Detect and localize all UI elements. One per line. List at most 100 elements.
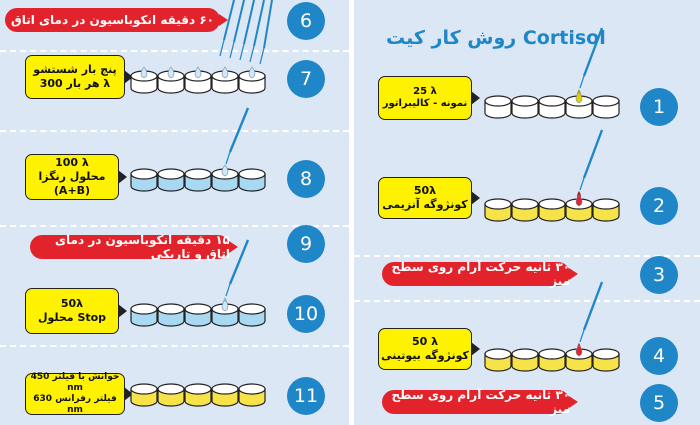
drop-icon	[575, 91, 583, 104]
drop-icon	[221, 299, 229, 312]
drop-icon	[140, 66, 148, 79]
page-title: روش کار کیت Cortisol	[386, 27, 606, 49]
step-11-label: خوانش با فیلتر 450 nm فیلتر رفرانس 630 n…	[25, 371, 133, 416]
well	[238, 66, 266, 94]
step-1-line-2: نمونه - کالیبراتور	[382, 98, 468, 109]
divider	[0, 50, 349, 52]
well	[157, 303, 185, 327]
well	[592, 348, 620, 372]
drop-icon	[167, 66, 175, 79]
well-strip-10-svg	[130, 299, 266, 327]
well	[565, 91, 593, 119]
step-10-label: 50λ محلول Stop	[25, 288, 127, 334]
step-4-label: 50 λ کونژوگه بیوتینی	[378, 328, 480, 370]
step-10-line-2: محلول Stop	[37, 311, 107, 324]
well	[130, 383, 158, 407]
well	[211, 383, 239, 407]
well-strip-8-svg	[130, 164, 266, 192]
step-2-label: 50λ کونژوگه آنزیمی	[378, 177, 480, 219]
pipette-icon	[223, 239, 250, 307]
step-2-line-1: 50λ	[413, 184, 437, 198]
well	[184, 66, 212, 94]
step-8-line-1: 100 λ	[55, 156, 89, 170]
step-7-label: پنج بار شستشو هر بار 300 λ	[25, 55, 133, 99]
step-6-bar: ۶۰ دقیقه انکوباسیون در دمای اتاق	[5, 8, 228, 32]
step-1-line-1: 25 λ	[413, 85, 437, 97]
step-11-number: 11	[287, 377, 325, 415]
well	[484, 198, 512, 222]
step-7-number: 7	[287, 60, 325, 98]
drop-icon	[575, 194, 583, 207]
drop-icon	[221, 66, 229, 79]
step-4-number: 4	[640, 337, 678, 375]
step-10-number: 10	[287, 295, 325, 333]
divider	[354, 255, 700, 257]
drop-icon	[221, 164, 229, 177]
step-11-line-2: فیلتر رفرانس 630 nm	[33, 394, 117, 416]
step-2-line-2: کونژوگه آنزیمی	[382, 198, 468, 211]
well	[157, 66, 185, 94]
well-strip-4-svg	[484, 344, 620, 372]
well	[130, 66, 158, 94]
step-5-bar-text: ۳۰ ثانیه حرکت آرام روی سطح میز	[391, 388, 570, 416]
step-9-number: 9	[287, 225, 325, 263]
step-7-line-1: پنج بار شستشو	[33, 63, 117, 77]
step-9-bar-text: ۱۵ دقیقه انکوباسیون در دمای اتاق و تاریک…	[55, 233, 230, 261]
step-1-label: 25 λ نمونه - کالیبراتور	[378, 76, 480, 120]
drop-icon	[194, 66, 202, 79]
well	[238, 168, 266, 192]
left-panel: ۶۰ دقیقه انکوباسیون در دمای اتاق 6 پنج ب…	[0, 0, 349, 425]
step-5-bar: ۳۰ ثانیه حرکت آرام روی سطح میز	[382, 388, 578, 416]
panel-gap	[349, 0, 354, 425]
divider	[0, 130, 349, 132]
well	[538, 348, 566, 372]
well	[130, 303, 158, 327]
well	[238, 303, 266, 327]
drop-icon	[248, 66, 256, 79]
step-8-label: 100 λ محلول رنگزا (A+B)	[25, 154, 127, 200]
step-1-number: 1	[640, 88, 678, 126]
well	[592, 95, 620, 119]
pipette-icon	[223, 107, 250, 175]
divider	[354, 300, 700, 302]
well-strip-7-svg	[130, 66, 266, 94]
well	[130, 168, 158, 192]
well	[592, 198, 620, 222]
multichannel-pipette-icon	[219, 0, 273, 65]
well	[211, 164, 239, 192]
well	[565, 194, 593, 222]
well	[211, 299, 239, 327]
step-3-bar: ۳۰ ثانیه حرکت آرام روی سطح میز	[382, 260, 578, 288]
well	[511, 348, 539, 372]
step-10-line-1: 50λ	[60, 297, 84, 311]
well	[484, 348, 512, 372]
step-2-number: 2	[640, 187, 678, 225]
well	[511, 95, 539, 119]
well	[238, 383, 266, 407]
step-8-number: 8	[287, 160, 325, 198]
step-3-number: 3	[640, 256, 678, 294]
step-5-number: 5	[640, 384, 678, 422]
step-9-bar: ۱۵ دقیقه انکوباسیون در دمای اتاق و تاریک…	[30, 233, 238, 261]
step-3-bar-text: ۳۰ ثانیه حرکت آرام روی سطح میز	[391, 260, 570, 288]
well	[538, 198, 566, 222]
well	[511, 198, 539, 222]
well	[157, 168, 185, 192]
divider	[0, 345, 349, 347]
well	[538, 95, 566, 119]
well	[211, 66, 239, 94]
well-strip-1-svg	[484, 91, 620, 119]
well	[184, 168, 212, 192]
step-4-line-2: کونژوگه بیوتینی	[381, 349, 469, 362]
step-11-line-1: خوانش با فیلتر 450 nm	[30, 371, 120, 393]
drop-icon	[575, 344, 583, 357]
step-8-line-2: محلول رنگزا (A+B)	[38, 170, 106, 197]
step-6-number: 6	[287, 2, 325, 40]
step-6-bar-text: ۶۰ دقیقه انکوباسیون در دمای اتاق	[11, 13, 214, 27]
well	[157, 383, 185, 407]
divider	[0, 225, 349, 227]
well	[484, 95, 512, 119]
step-7-line-2: هر بار 300 λ	[39, 77, 111, 90]
well-strip-2-svg	[484, 194, 620, 222]
well-strip-11-svg	[130, 383, 266, 407]
